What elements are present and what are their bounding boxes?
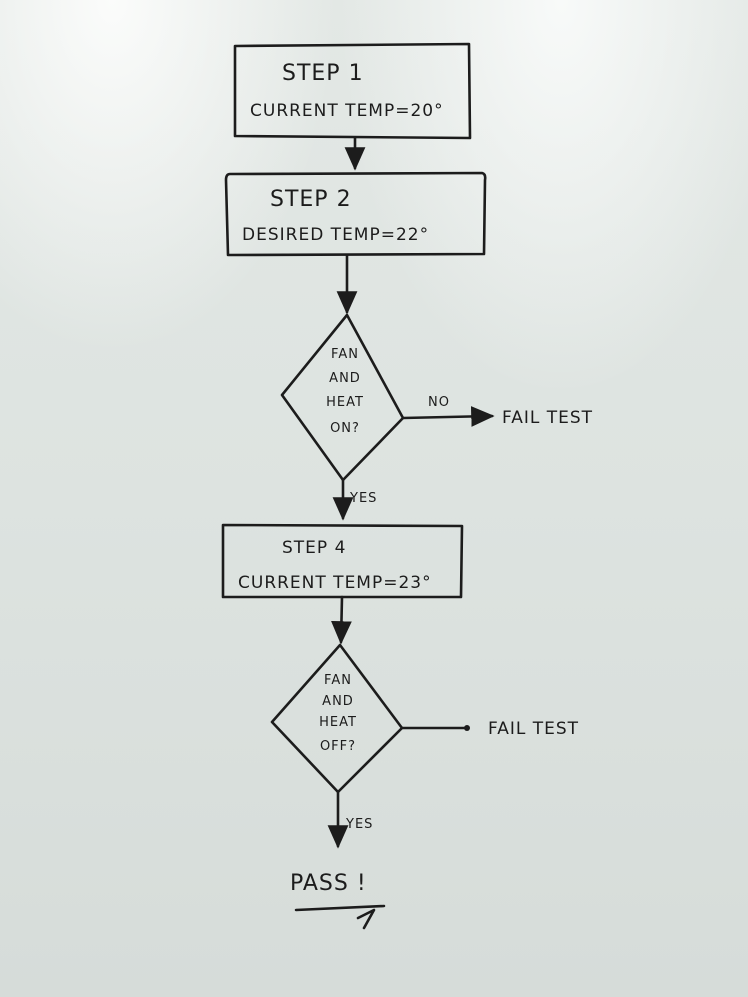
arrow-step4-decision2: [331, 595, 352, 645]
step2-box: STEP 2 DESIRED TEMP=22°: [224, 171, 487, 257]
step4-detail: CURRENT TEMP=23°: [238, 573, 432, 593]
decision1-yes-label: YES: [349, 491, 377, 506]
step1-box: STEP 1 CURRENT TEMP=20°: [233, 42, 472, 140]
decision1-line: FAN: [331, 347, 359, 362]
pass-underline: [294, 904, 386, 930]
decision2-line: HEAT: [319, 715, 357, 730]
decision1-line: ON?: [330, 421, 360, 436]
step4-box: STEP 4 CURRENT TEMP=23°: [221, 523, 464, 599]
decision1-line: HEAT: [326, 395, 364, 410]
arrow-dot: [464, 725, 470, 731]
pass-result: PASS !: [290, 871, 367, 896]
step4-title: STEP 4: [282, 538, 346, 558]
decision1-fail-result: FAIL TEST: [502, 408, 593, 428]
step1-detail: CURRENT TEMP=20°: [250, 101, 444, 121]
decision2-fail-result: FAIL TEST: [488, 719, 579, 739]
decision1-line: AND: [329, 371, 361, 386]
decision2-line: FAN: [324, 673, 352, 688]
step2-detail: DESIRED TEMP=22°: [242, 225, 429, 245]
decision1-diamond: FAN AND HEAT ON?: [280, 313, 405, 482]
decision1-no-label: NO: [428, 395, 450, 410]
decision2-line: AND: [322, 694, 354, 709]
arrow-decision1-no: [401, 406, 495, 427]
decision2-diamond: FAN AND HEAT OFF?: [270, 643, 404, 794]
step1-title: STEP 1: [282, 61, 364, 86]
decision2-line: OFF?: [320, 739, 356, 754]
decision2-yes-label: YES: [345, 817, 373, 832]
step2-title: STEP 2: [270, 187, 352, 212]
